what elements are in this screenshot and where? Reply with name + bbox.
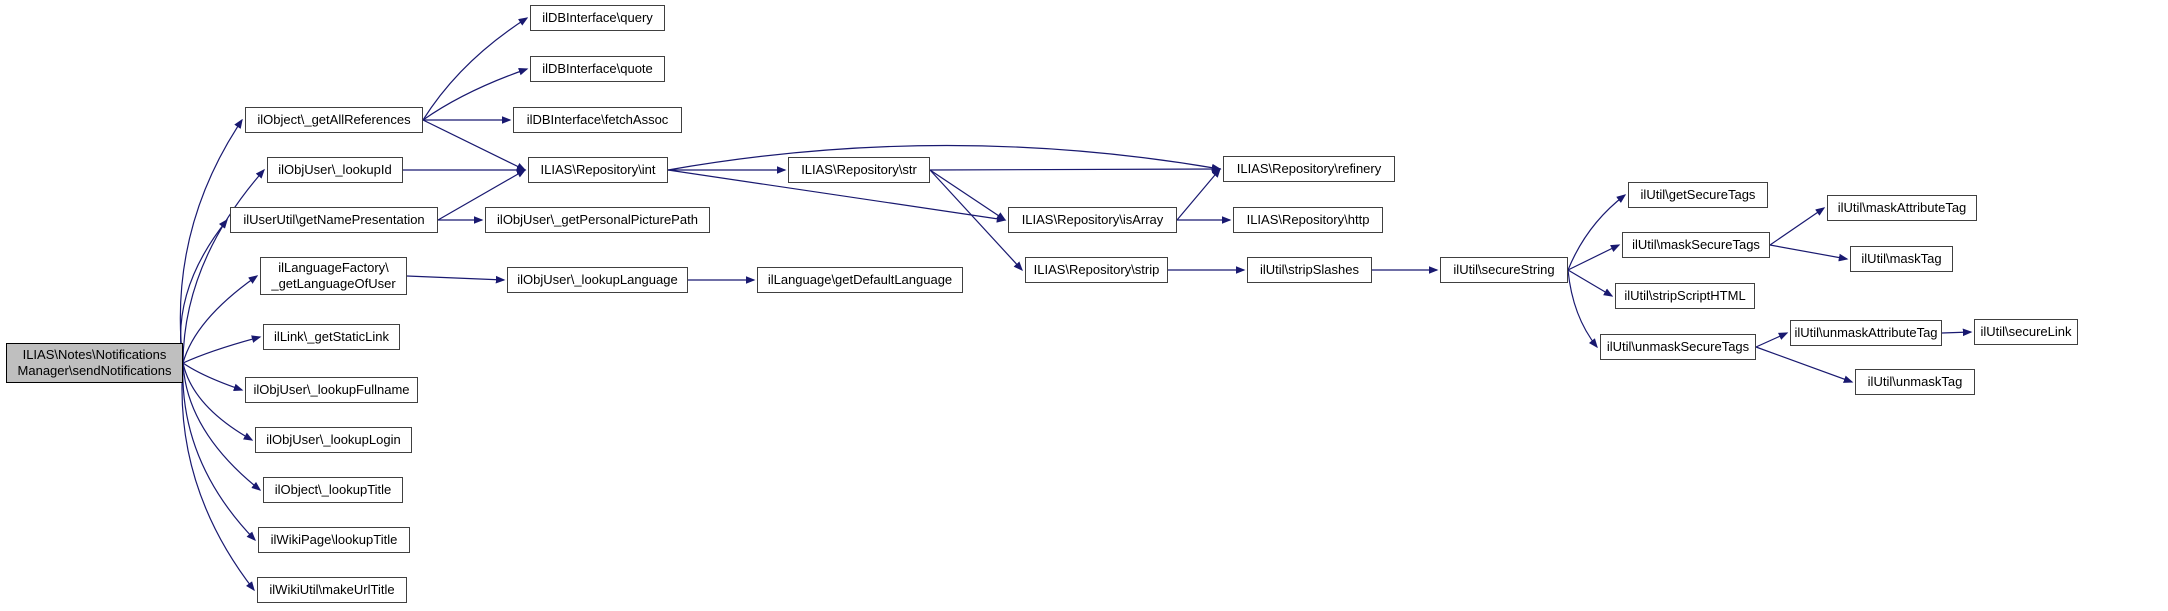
node-nameprés[interactable]: ilUserUtil\getNamePresentation bbox=[230, 207, 438, 233]
node-wikititle[interactable]: ilWikiPage\lookupTitle bbox=[258, 527, 410, 553]
edge-str-isarray bbox=[929, 169, 1007, 221]
edge-send-nameprés bbox=[180, 218, 228, 364]
edge-allrefs-query bbox=[422, 17, 529, 121]
edge-send-lookupid bbox=[182, 168, 265, 364]
node-picpath[interactable]: ilObjUser\_getPersonalPicturePath bbox=[485, 207, 710, 233]
node-maskattributetag[interactable]: ilUtil\maskAttributeTag bbox=[1827, 195, 1977, 221]
node-staticlink[interactable]: ilLink\_getStaticLink bbox=[263, 324, 400, 350]
edge-isarray-refinery bbox=[1176, 167, 1221, 221]
node-langfactory[interactable]: ilLanguageFactory\ _getLanguageOfUser bbox=[260, 257, 407, 295]
edge-unmasksecuretags-unmasktag bbox=[1755, 346, 1854, 383]
node-securestring[interactable]: ilUtil\secureString bbox=[1440, 257, 1568, 283]
node-fullname[interactable]: ilObjUser\_lookupFullname bbox=[245, 377, 418, 403]
node-send: ILIAS\Notes\Notifications Manager\sendNo… bbox=[6, 343, 183, 383]
node-unmaskattributetag[interactable]: ilUtil\unmaskAttributeTag bbox=[1790, 320, 1942, 346]
edge-send-langfactory bbox=[182, 275, 259, 364]
node-lookupid[interactable]: ilObjUser\_lookupId bbox=[267, 157, 403, 183]
edge-masksecuretags-masktag bbox=[1769, 244, 1849, 262]
node-getsecuretags[interactable]: ilUtil\getSecureTags bbox=[1628, 182, 1768, 208]
node-masksecuretags[interactable]: ilUtil\maskSecureTags bbox=[1622, 232, 1770, 258]
node-unmasksecuretags[interactable]: ilUtil\unmaskSecureTags bbox=[1600, 334, 1756, 360]
node-securelink[interactable]: ilUtil\secureLink bbox=[1974, 319, 2078, 345]
edge-masksecuretags-maskattributetag bbox=[1769, 207, 1826, 246]
node-stripscripthtml[interactable]: ilUtil\stripScriptHTML bbox=[1615, 283, 1755, 309]
edge-securestring-stripscripthtml bbox=[1567, 269, 1614, 297]
edge-unmaskattributetag-securelink bbox=[1941, 328, 1973, 337]
node-str[interactable]: ILIAS\Repository\str bbox=[788, 157, 930, 183]
node-lookuplang[interactable]: ilObjUser\_lookupLanguage bbox=[507, 267, 688, 293]
node-strip[interactable]: ILIAS\Repository\strip bbox=[1025, 257, 1168, 283]
edge-str-refinery bbox=[929, 165, 1222, 173]
edge-str-strip bbox=[929, 169, 1023, 272]
node-masktag[interactable]: ilUtil\maskTag bbox=[1850, 246, 1953, 272]
node-fetchassoc[interactable]: ilDBInterface\fetchAssoc bbox=[513, 107, 682, 133]
edge-langfactory-lookuplang bbox=[406, 275, 506, 284]
edge-send-staticlink bbox=[182, 335, 262, 364]
node-objtitle[interactable]: ilObject\_lookupTitle bbox=[263, 477, 403, 503]
node-unmasktag[interactable]: ilUtil\unmaskTag bbox=[1855, 369, 1975, 395]
node-query[interactable]: ilDBInterface\query bbox=[530, 5, 665, 31]
node-quote[interactable]: ilDBInterface\quote bbox=[530, 56, 665, 82]
edge-send-objtitle bbox=[182, 362, 262, 491]
node-refinery[interactable]: ILIAS\Repository\refinery bbox=[1223, 156, 1395, 182]
edge-int-refinery bbox=[667, 144, 1222, 172]
node-login[interactable]: ilObjUser\_lookupLogin bbox=[255, 427, 412, 453]
node-http[interactable]: ILIAS\Repository\http bbox=[1233, 207, 1383, 233]
edge-int-isarray bbox=[667, 169, 1007, 223]
edge-send-urltitle bbox=[181, 362, 255, 592]
edge-allrefs-quote bbox=[422, 68, 529, 121]
edge-send-login bbox=[182, 362, 254, 441]
node-allrefs[interactable]: ilObject\_getAllReferences bbox=[245, 107, 423, 133]
edge-securestring-unmasksecuretags bbox=[1567, 269, 1598, 349]
edge-send-wikititle bbox=[182, 362, 257, 542]
edge-unmasksecuretags-unmaskattributetag bbox=[1755, 332, 1789, 348]
node-urltitle[interactable]: ilWikiUtil\makeUrlTitle bbox=[257, 577, 407, 603]
edge-nameprés-int bbox=[437, 169, 527, 221]
edge-securestring-masksecuretags bbox=[1567, 244, 1621, 271]
edge-allrefs-int bbox=[422, 119, 527, 171]
node-defaultlang[interactable]: ilLanguage\getDefaultLanguage bbox=[757, 267, 963, 293]
edge-securestring-getsecuretags bbox=[1567, 194, 1627, 271]
node-isarray[interactable]: ILIAS\Repository\isArray bbox=[1008, 207, 1177, 233]
edge-send-fullname bbox=[182, 362, 244, 391]
node-stripslashes[interactable]: ilUtil\stripSlashes bbox=[1247, 257, 1372, 283]
node-int[interactable]: ILIAS\Repository\int bbox=[528, 157, 668, 183]
